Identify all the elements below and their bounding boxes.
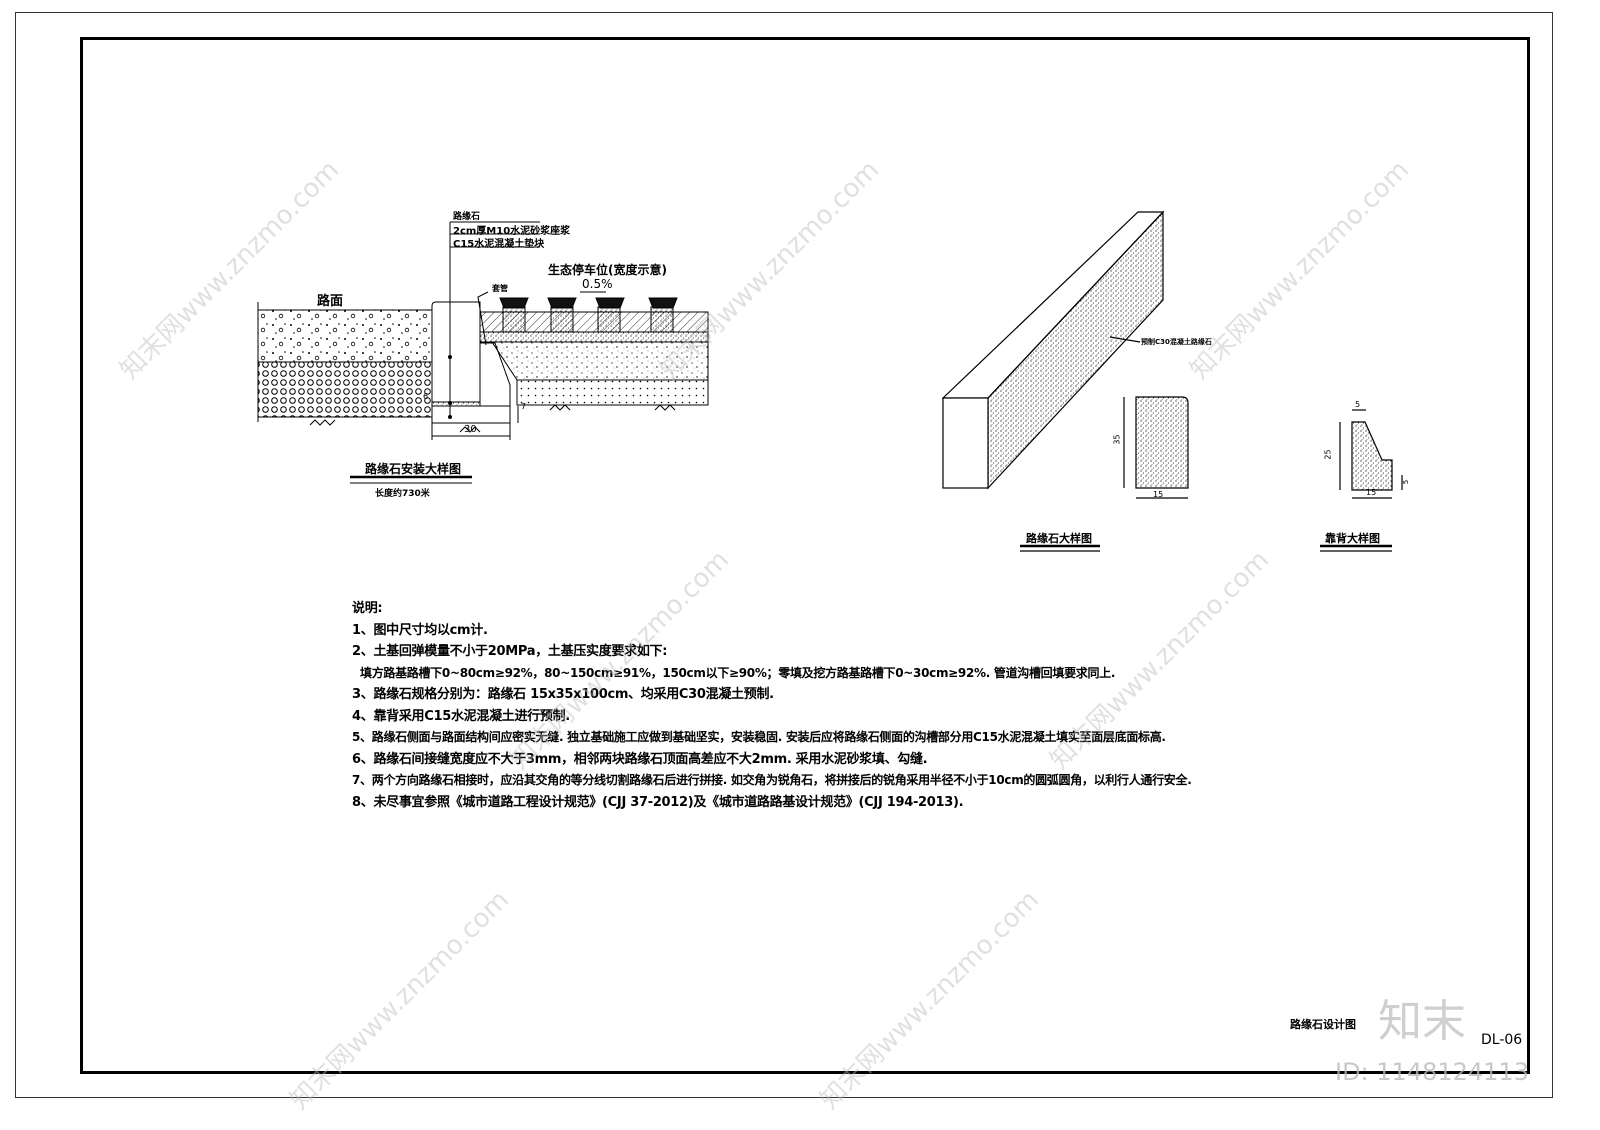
- drawing-number: DL-06: [1481, 1032, 1523, 1048]
- pipe-label: 套管: [492, 284, 508, 293]
- watermark-id: ID: 1148124113: [1335, 1058, 1529, 1086]
- curb-dim-width: 15: [1153, 490, 1164, 499]
- back-support-profile: [1320, 409, 1403, 552]
- watermark-logo: 知末: [1378, 996, 1466, 1047]
- curb-stone-3d: [941, 210, 1189, 552]
- note-item: 7、两个方向路缘石相接时，应沿其交角的等分线切割路缘石后进行拼接. 如交角为锐角…: [352, 773, 1192, 787]
- note-item: 6、路缘石间接缝宽度应不大于3mm，相邻两块路缘石顶面高差应不大2mm. 采用水…: [352, 751, 928, 767]
- back-dim-side: 5: [1402, 479, 1411, 485]
- install-title: 路缘石安装大样图: [365, 462, 462, 476]
- parking-label: 生态停车位(宽度示意): [548, 263, 667, 277]
- note-item: 2、土基回弹模量不小于20MPa，土基压实度要求如下:: [352, 644, 668, 659]
- note-item: 8、未尽事宜参照《城市道路工程设计规范》(CJJ 37-2012)及《城市道路路…: [352, 794, 964, 810]
- dim-left: 6: [423, 392, 429, 401]
- curb-dim-height: 35: [1112, 434, 1122, 445]
- curb-install-section: [257, 221, 709, 484]
- callout-curb: 路缘石: [453, 212, 481, 222]
- note-item: 填方路基路槽下0~80cm≥92%，80~150cm≥91%，150cm以下≥9…: [360, 665, 1116, 680]
- note-item: 3、路缘石规格分别为：路缘石 15x35x100cm、均采用C30混凝土预制.: [352, 687, 774, 702]
- note-item: 5、路缘石侧面与路面结构间应密实无缝. 独立基础施工应做到基础坚实，安装稳固. …: [352, 730, 1166, 744]
- dim-right: 7: [521, 402, 527, 411]
- slope-label: 0.5%: [582, 277, 613, 291]
- sheet-outer-border: [15, 12, 1553, 1098]
- drawing-name: 路缘石设计图: [1290, 1018, 1356, 1031]
- note-item: 1、图中尺寸均以cm计.: [352, 622, 488, 638]
- design-notes: 说明: 1、图中尺寸均以cm计. 2、土基回弹模量不小于20MPa，土基压实度要…: [352, 598, 1192, 813]
- callout-pad: C15水泥混凝土垫块: [453, 239, 545, 250]
- road-surface-label: 路面: [317, 294, 344, 309]
- note-item: 4、靠背采用C15水泥混凝土进行预制.: [352, 708, 570, 724]
- back-title: 靠背大样图: [1325, 532, 1380, 545]
- back-dim-top: 5: [1355, 400, 1361, 409]
- back-dim-bottom: 15: [1366, 488, 1377, 497]
- curb-title: 路缘石大样图: [1026, 532, 1092, 545]
- curb-material-label: 预制C30混凝土路缘石: [1141, 338, 1212, 346]
- back-dim-height: 25: [1323, 449, 1333, 460]
- dim-width: 30: [464, 424, 477, 435]
- drawing-frame: [80, 37, 1530, 1074]
- callout-mortar: 2cm厚M10水泥砂浆座浆: [453, 226, 571, 237]
- install-subtitle: 长度约730米: [375, 489, 430, 499]
- notes-heading: 说明:: [352, 601, 383, 616]
